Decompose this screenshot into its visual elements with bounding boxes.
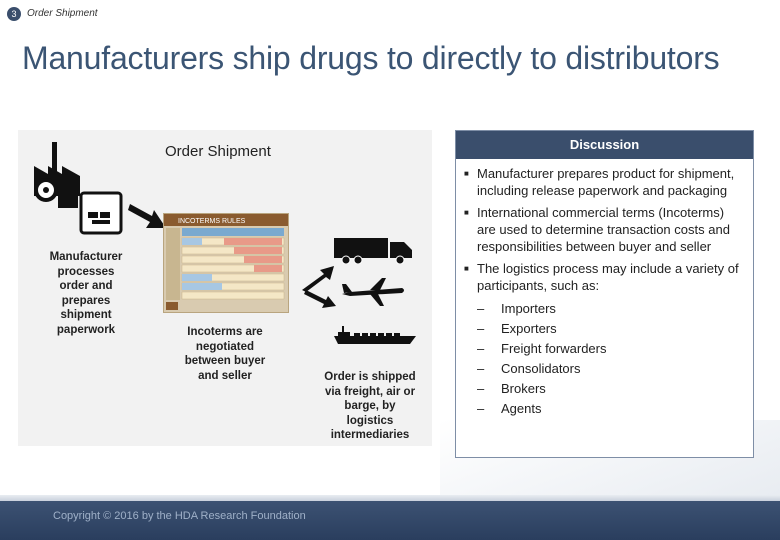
- bullet-text: The logistics process may include a vari…: [477, 261, 739, 293]
- discussion-bullet: ■ Manufacturer prepares product for ship…: [464, 165, 745, 199]
- order-shipment-panel: Order Shipment INCOTERMS RULES: [18, 130, 432, 446]
- document-icon: [79, 191, 123, 235]
- arrow-icon: [128, 204, 166, 228]
- split-arrows-icon: [302, 266, 336, 308]
- truck-icon: [334, 238, 412, 264]
- bullet-marker: ■: [464, 264, 469, 273]
- bullet-text: International commercial terms (Incoterm…: [477, 205, 730, 254]
- shipping-caption: Order is shipped via freight, air or bar…: [324, 371, 416, 441]
- section-number-badge: 3: [7, 7, 21, 21]
- airplane-icon: [342, 278, 404, 306]
- list-item: –Brokers: [477, 381, 546, 396]
- copyright-text: Copyright © 2016 by the HDA Research Fou…: [53, 510, 306, 522]
- list-item: –Agents: [477, 401, 542, 416]
- discussion-box: Discussion ■ Manufacturer prepares produ…: [455, 130, 754, 458]
- panel-title: Order Shipment: [165, 143, 271, 160]
- discussion-bullet: ■ International commercial terms (Incote…: [464, 204, 745, 255]
- ship-icon: [334, 326, 416, 344]
- factory-icon: [34, 142, 80, 208]
- incoterms-chart: INCOTERMS RULES: [163, 213, 289, 313]
- footer-bar: [0, 495, 780, 540]
- page-title: Manufacturers ship drugs to directly to …: [22, 40, 720, 76]
- incoterms-caption: Incoterms are negotiated between buyer a…: [184, 326, 266, 382]
- participants-list: –Importers –Exporters –Freight forwarder…: [464, 299, 745, 419]
- incoterms-chart-title: INCOTERMS RULES: [178, 218, 246, 225]
- bullet-marker: ■: [464, 169, 469, 178]
- list-item: –Consolidators: [477, 361, 581, 376]
- list-item: –Importers: [477, 301, 556, 316]
- bullet-marker: ■: [464, 208, 469, 217]
- section-label: Order Shipment: [27, 8, 98, 19]
- list-item: –Freight forwarders: [477, 341, 607, 356]
- list-item: –Exporters: [477, 321, 557, 336]
- discussion-bullet: ■ The logistics process may include a va…: [464, 260, 745, 294]
- bullet-text: Manufacturer prepares product for shipme…: [477, 166, 735, 198]
- manufacturer-caption: Manufacturer processes order and prepare…: [49, 251, 123, 336]
- discussion-header: Discussion: [456, 131, 753, 159]
- discussion-body: ■ Manufacturer prepares product for ship…: [456, 159, 753, 419]
